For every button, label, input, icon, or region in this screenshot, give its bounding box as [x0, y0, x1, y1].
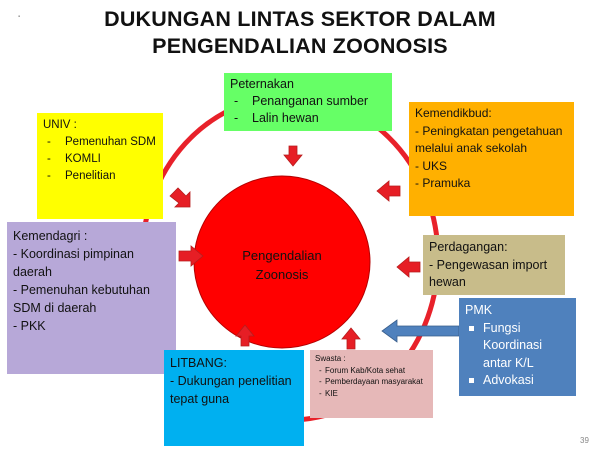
univ-item: Penelitian	[43, 168, 157, 185]
univ-item: KOMLI	[43, 151, 157, 168]
center-label: Pengendalian Zoonosis	[196, 185, 368, 345]
title-line-1: DUKUNGAN LINTAS SEKTOR DALAM	[104, 7, 496, 31]
corner-mark: ▪	[18, 14, 21, 20]
box-univ: UNIV : Pemenuhan SDM KOMLI Penelitian	[37, 113, 163, 219]
center-line-1: Pengendalian	[242, 248, 322, 263]
box-swasta: Swasta : Forum Kab/Kota sehat Pemberdaya…	[310, 350, 433, 418]
kemendikbud-item: - Peningkatan pengetahuan melalui anak s…	[415, 123, 563, 156]
kemendagri-heading: Kemendagri :	[13, 229, 88, 243]
univ-heading: UNIV :	[43, 119, 77, 131]
perdagangan-item: - Pengewasan import hewan	[429, 257, 548, 290]
peternakan-heading: Peternakan	[230, 77, 294, 91]
swasta-item: Forum Kab/Kota sehat	[315, 365, 428, 377]
box-perdagangan: Perdagangan: - Pengewasan import hewan	[423, 235, 565, 295]
box-kemendikbud: Kemendikbud: - Peningkatan pengetahuan m…	[409, 102, 574, 216]
box-litbang: LITBANG: - Dukungan penelitian tepat gun…	[164, 350, 304, 446]
kemendikbud-heading: Kemendikbud:	[415, 106, 492, 120]
page-number: 39	[580, 436, 589, 445]
pmk-item: Advokasi	[465, 372, 570, 390]
peternakan-item: Penanganan sumber	[230, 93, 386, 110]
perdagangan-heading: Perdagangan:	[429, 240, 508, 254]
title-line-2: PENGENDALIAN ZOONOSIS	[152, 34, 448, 58]
swasta-heading: Swasta :	[315, 354, 346, 363]
arrow-kemendagri	[178, 245, 204, 267]
kemendagri-item: - Koordinasi pimpinan daerah	[13, 247, 134, 279]
kemendikbud-item: - UKS	[415, 158, 448, 173]
peternakan-item: Lalin hewan	[230, 110, 386, 127]
arrow-peternakan	[283, 145, 303, 167]
kemendagri-item: - Pemenuhan kebutuhan SDM di daerah	[13, 283, 150, 315]
kemendagri-item: - PKK	[13, 319, 46, 333]
swasta-item: Pemberdayaan masyarakat	[315, 376, 428, 388]
kemendikbud-item: - Pramuka	[415, 176, 471, 190]
box-peternakan: Peternakan Penanganan sumber Lalin hewan	[224, 73, 392, 131]
pmk-heading: PMK	[465, 303, 493, 317]
center-line-2: Zoonosis	[255, 267, 309, 282]
arrow-perdagangan	[396, 256, 421, 278]
box-kemendagri: Kemendagri : - Koordinasi pimpinan daera…	[7, 222, 176, 374]
swasta-item: KIE	[315, 388, 428, 400]
arrow-swasta	[341, 327, 361, 350]
litbang-heading: LITBANG:	[170, 356, 227, 370]
arrow-kemendikbud	[376, 180, 401, 202]
arrow-pmk	[381, 319, 460, 343]
arrow-litbang	[235, 324, 255, 347]
arrow-univ	[169, 187, 191, 208]
univ-item: Pemenuhan SDM	[43, 134, 157, 151]
page-title: DUKUNGAN LINTAS SEKTOR DALAM PENGENDALIA…	[70, 6, 530, 60]
box-pmk: PMK Fungsi Koordinasi antar K/L Advokasi	[459, 298, 576, 396]
litbang-item: - Dukungan penelitian tepat guna	[170, 374, 292, 406]
pmk-item: Fungsi Koordinasi antar K/L	[465, 320, 570, 373]
